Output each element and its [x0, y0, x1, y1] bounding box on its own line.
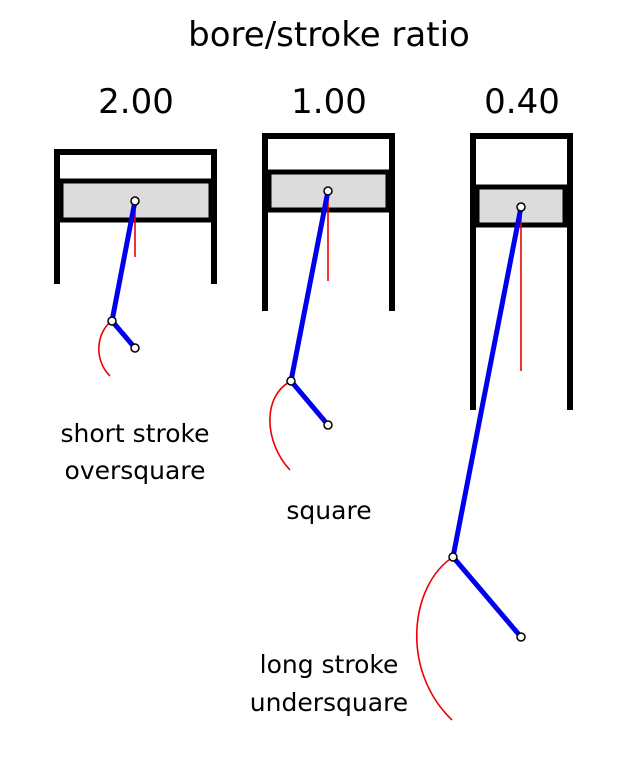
cylinder-wall-undersquare [470, 133, 573, 410]
connecting-rod-oversquare [109, 198, 138, 324]
caption-line2-undersquare: undersquare [250, 688, 408, 717]
engine-square: 1.00 square [262, 82, 395, 525]
ratio-label-undersquare: 0.40 [484, 82, 560, 122]
wrist-pin-oversquare [130, 196, 140, 206]
engine-oversquare: 2.00 short stroke oversquare [54, 82, 217, 485]
crank-pin-undersquare [448, 552, 458, 562]
crank-pin-square [286, 376, 296, 386]
ratio-label-oversquare: 2.00 [98, 82, 174, 122]
cylinder-wall-square [262, 133, 395, 311]
crank-path-oversquare [98, 320, 113, 377]
connecting-rod-square [288, 188, 331, 384]
crank-center-oversquare [130, 343, 140, 353]
crank-path-undersquare [415, 556, 454, 721]
caption-line2-oversquare: oversquare [65, 456, 206, 485]
engine-undersquare: 0.40 long stroke undersquare [250, 82, 573, 721]
caption-line1-oversquare: short stroke [60, 419, 209, 448]
crank-arm-undersquare [450, 554, 524, 640]
wrist-pin-square [323, 186, 333, 196]
caption-line1-undersquare: long stroke [260, 650, 399, 679]
crank-arm-oversquare [109, 318, 138, 351]
cylinder-wall-oversquare [54, 149, 217, 284]
crank-center-square [323, 420, 333, 430]
crank-path-square [269, 380, 292, 471]
wrist-pin-undersquare [516, 202, 526, 212]
crank-arm-square [288, 378, 331, 428]
diagram-title: bore/stroke ratio [188, 15, 470, 55]
connecting-rod-undersquare [450, 204, 524, 560]
crank-pin-oversquare [107, 316, 117, 326]
ratio-label-square: 1.00 [291, 82, 367, 122]
caption-line1-square: square [286, 496, 371, 525]
crank-center-undersquare [516, 632, 526, 642]
